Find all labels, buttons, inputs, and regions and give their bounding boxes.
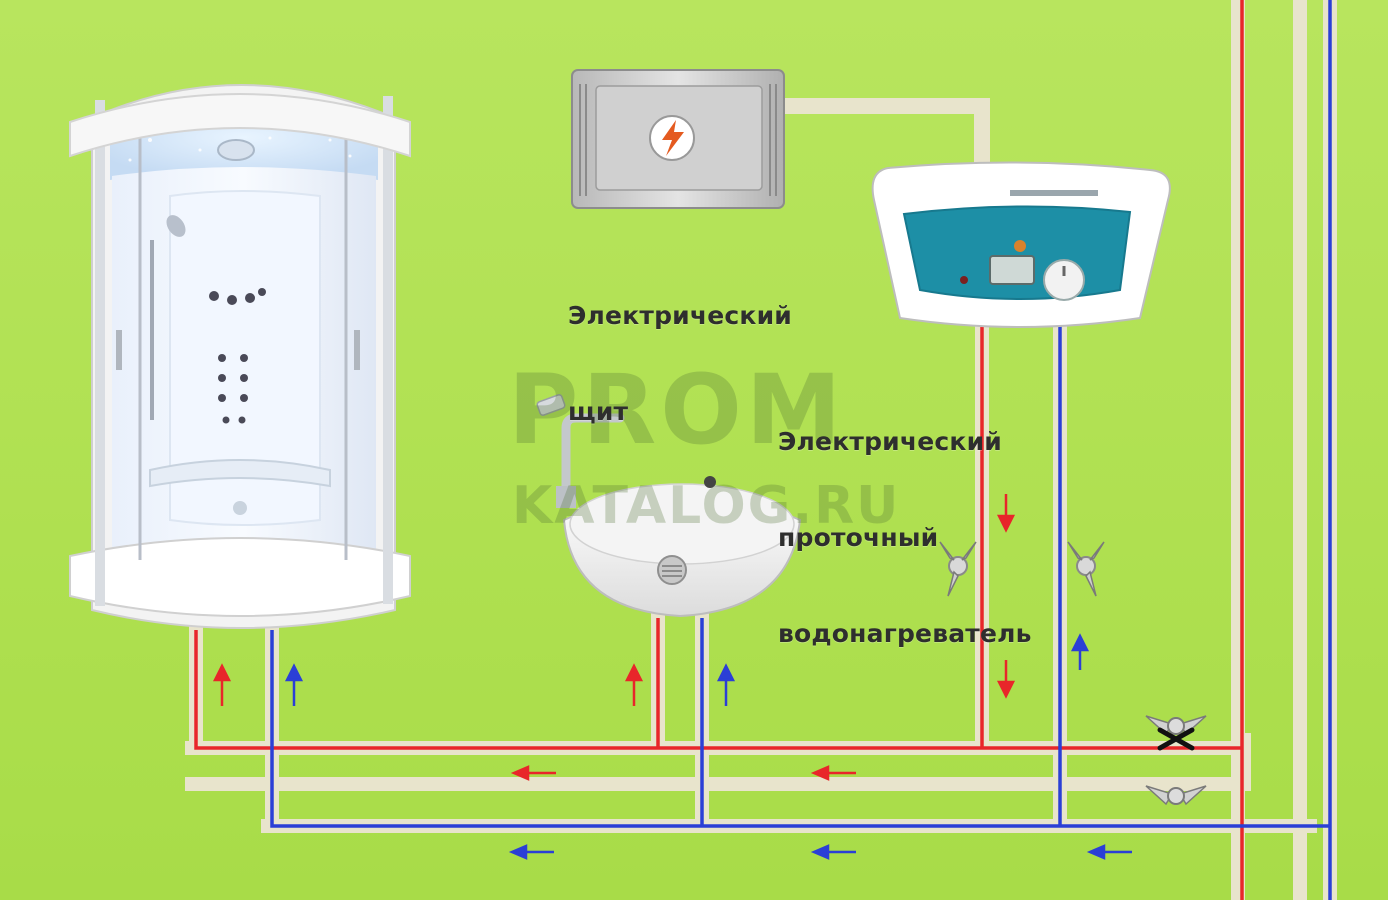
cold-arrow-up-heater [1070,633,1090,670]
panel-label-line2: щит [568,397,629,426]
heater-label-line1: Электрический [778,427,1003,456]
cold-arrow-left-3 [1086,844,1132,860]
valve-main-cold [1145,785,1207,806]
valve-main-hot-closed [1145,715,1207,751]
valve-heater-cold [1067,541,1105,597]
watermark-line1: PROM [508,354,846,466]
lightning-bolt-icon [649,115,695,161]
hot-arrow-left-2 [810,765,856,781]
cold-arrow-left-2 [810,844,856,860]
water-heater [871,161,1171,328]
hot-arrow-up-shower [212,663,232,706]
cold-arrow-up-sink [716,663,736,706]
watermark-line2: KATALOG.RU [512,476,901,536]
heater-label-line3: водонагреватель [778,619,1032,648]
cold-arrow-up-shower [284,663,304,706]
cold-water-pipes [270,0,1332,900]
shower-cabin [69,84,411,629]
hot-arrow-up-sink [624,663,644,706]
electric-panel [571,69,785,209]
hot-arrow-left-1 [510,765,556,781]
heater-label: Электрический проточный водонагреватель [778,362,1032,682]
sink [536,394,802,618]
panel-label-line1: Электрический [568,301,793,330]
flow-arrows [212,494,1132,860]
valve-heater-hot [939,541,977,597]
hot-arrow-down-2 [996,660,1016,699]
cold-arrow-left-1 [508,844,554,860]
hot-water-pipes [194,0,1244,900]
hot-arrow-down-1 [996,494,1016,533]
heater-label-line2: проточный [778,523,939,552]
panel-label: Электрический щит [568,236,792,460]
